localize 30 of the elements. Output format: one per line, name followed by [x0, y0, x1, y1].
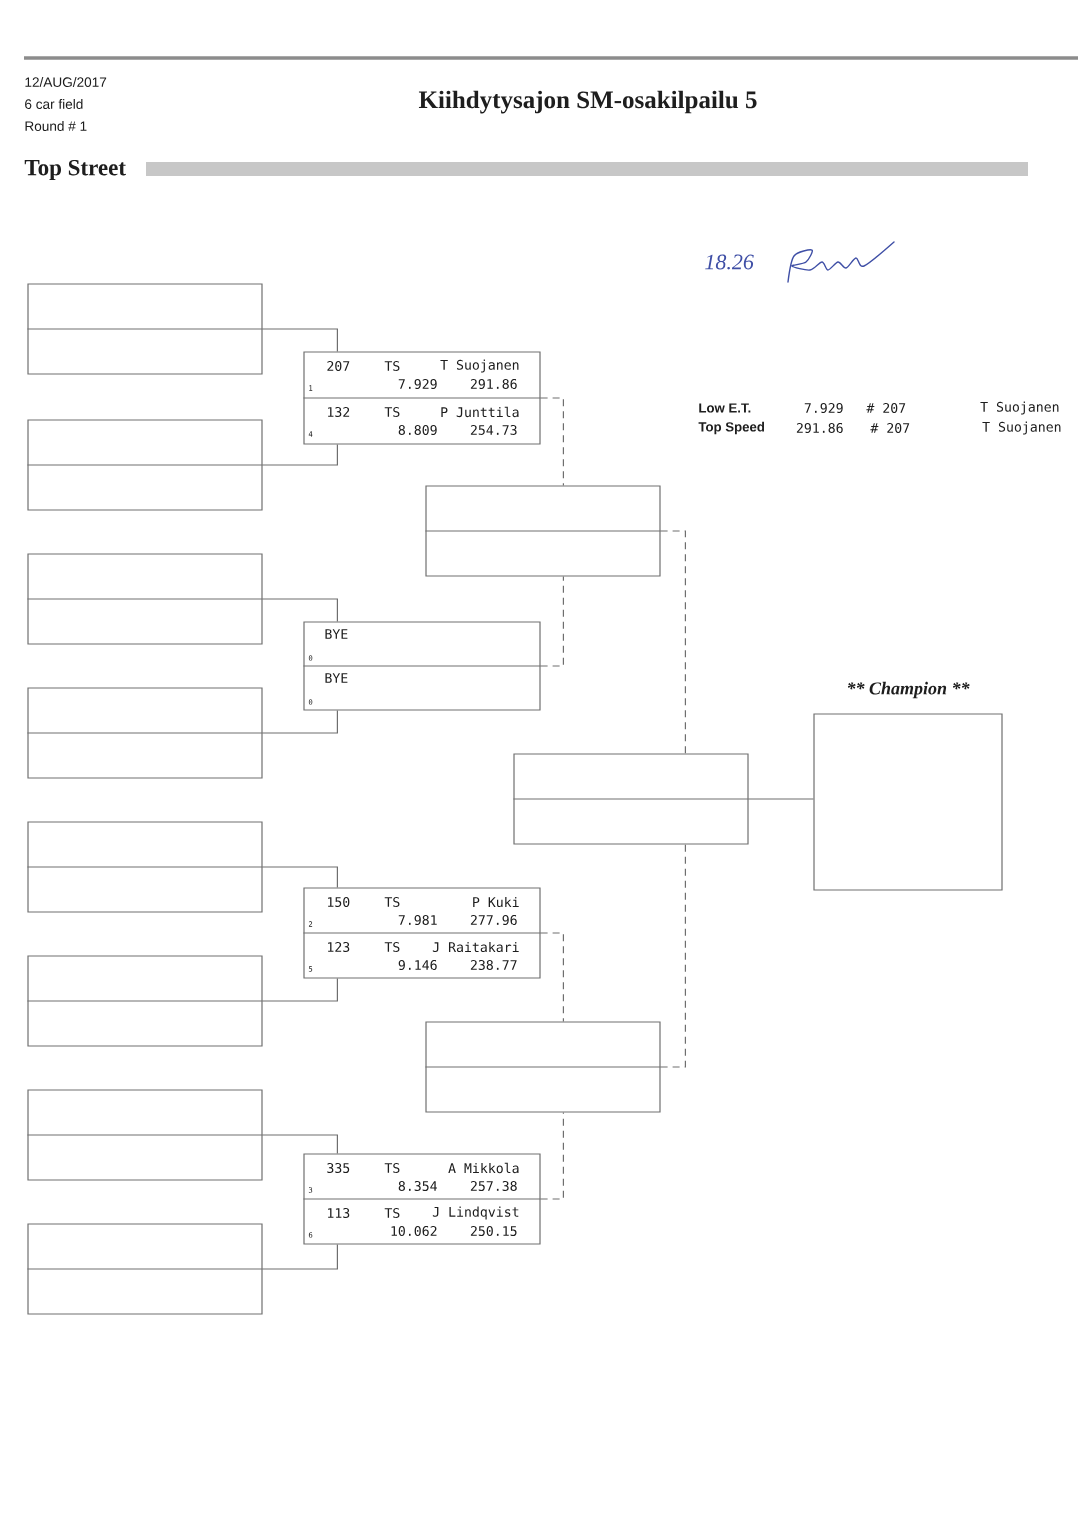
champion-heading: ** Champion ** [847, 681, 970, 699]
connector-line [262, 1134, 338, 1154]
class-heading: Top Street [24, 159, 126, 181]
connector-line [262, 978, 338, 1002]
connector-line [540, 397, 564, 486]
bracket-box [424, 485, 662, 577]
page-title: Kiihdytysajon SM-osakilpailu 5 [418, 90, 757, 114]
connector-line [262, 866, 338, 888]
connector-line [262, 328, 338, 352]
handwritten-time: 18.26 [705, 254, 754, 270]
entry-box [26, 283, 264, 375]
connector-line [540, 932, 564, 1022]
bracket-box [424, 1021, 662, 1113]
entry-box [26, 553, 264, 645]
entry-box [26, 687, 264, 779]
connector-line [748, 798, 814, 800]
entry-box [26, 419, 264, 511]
connector-line [540, 576, 564, 667]
final-box [512, 753, 750, 845]
connector-line [262, 444, 338, 466]
entry-box [26, 955, 264, 1047]
connector-line [660, 530, 686, 754]
connector-line [540, 1112, 564, 1200]
connector-line [262, 598, 338, 622]
connector-line [262, 710, 338, 734]
connector-line [262, 1244, 338, 1270]
entry-box [26, 1089, 264, 1181]
entry-box [26, 821, 264, 913]
entry-box [26, 1223, 264, 1315]
connector-line [660, 844, 686, 1068]
